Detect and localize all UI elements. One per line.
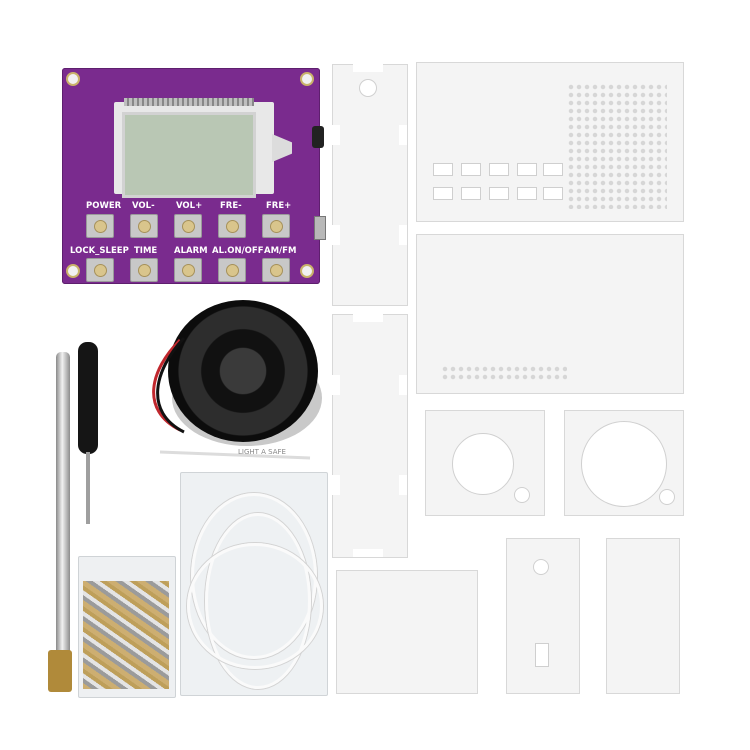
screwdriver-shaft	[86, 452, 90, 524]
panel-hole	[659, 489, 675, 505]
panel-tab	[353, 549, 383, 557]
panel-circle-cutout	[452, 433, 514, 495]
vent-holes	[441, 365, 567, 381]
button-label-alarm: ALARM	[174, 246, 208, 256]
acrylic-bottom-panel	[336, 570, 478, 694]
button-label-power: POWER	[86, 201, 122, 211]
usb-port	[314, 216, 326, 240]
button-hole	[461, 187, 481, 200]
lcd-ribbon-tab	[272, 134, 292, 162]
acrylic-small-panel	[606, 538, 680, 694]
button-hole	[433, 163, 453, 176]
power-button	[86, 214, 114, 238]
mount-hole	[300, 264, 314, 278]
radio-pcb-board: POWER VOL- VOL+ FRE- FRE+ LOCK_SLEEP TIM…	[62, 68, 326, 284]
panel-hole	[533, 559, 549, 575]
button-hole	[433, 187, 453, 200]
telescopic-antenna	[56, 352, 70, 660]
button-label-vol-up: VOL+	[176, 201, 203, 211]
screws-pile	[83, 581, 169, 689]
cable-tie-bag	[180, 472, 328, 696]
panel-tab	[332, 225, 340, 245]
panel-tab	[353, 64, 383, 72]
panel-tab	[332, 125, 340, 145]
mount-hole	[66, 264, 80, 278]
button-label-fre-down: FRE-	[220, 201, 242, 211]
panel-hole	[514, 487, 530, 503]
vol-up-button	[174, 214, 202, 238]
speaker-wires	[152, 336, 311, 460]
button-label-lock-sleep: LOCK_SLEEP	[70, 246, 129, 256]
acrylic-side-panel	[332, 314, 408, 558]
audio-jack	[312, 126, 324, 148]
acrylic-small-panel	[506, 538, 580, 694]
button-hole	[543, 163, 563, 176]
speaker	[168, 300, 318, 442]
button-hole	[517, 187, 537, 200]
fre-down-button	[218, 214, 246, 238]
button-label-al-onoff: AL.ON/OFF	[212, 246, 264, 256]
mount-hole	[66, 72, 80, 86]
button-hole	[461, 163, 481, 176]
button-hole	[489, 163, 509, 176]
lcd-pins	[124, 98, 254, 106]
speaker-wire-label: LIGHT A SAFE	[238, 448, 286, 456]
button-label-am-fm: AM/FM	[264, 246, 297, 256]
panel-tab	[399, 475, 407, 495]
time-button	[130, 258, 158, 282]
speaker-grille-holes	[567, 83, 667, 209]
acrylic-front-panel	[416, 62, 684, 222]
panel-tab	[399, 125, 407, 145]
switch-slot	[535, 643, 549, 667]
panel-tab	[353, 314, 383, 322]
button-label-fre-up: FRE+	[266, 201, 292, 211]
screw-bag	[78, 556, 176, 698]
button-hole	[543, 187, 563, 200]
lcd-screen	[122, 112, 256, 198]
al-onoff-button	[218, 258, 246, 282]
acrylic-side-panel	[332, 64, 408, 306]
fre-up-button	[262, 214, 290, 238]
lock-sleep-button	[86, 258, 114, 282]
screwdriver-handle	[78, 342, 98, 454]
panel-tab	[399, 225, 407, 245]
panel-tab	[399, 375, 407, 395]
panel-tab	[332, 375, 340, 395]
acrylic-back-panel	[416, 234, 684, 394]
button-label-time: TIME	[134, 246, 158, 256]
am-fm-button	[262, 258, 290, 282]
button-label-vol-down: VOL-	[132, 201, 155, 211]
mount-hole	[300, 72, 314, 86]
alarm-button	[174, 258, 202, 282]
white-cable-ties	[187, 543, 323, 669]
button-hole	[489, 187, 509, 200]
acrylic-end-panel	[564, 410, 684, 516]
panel-tab	[332, 475, 340, 495]
panel-hole	[359, 79, 377, 97]
antenna-base	[48, 650, 72, 692]
acrylic-end-panel	[425, 410, 545, 516]
vol-down-button	[130, 214, 158, 238]
panel-circle-cutout	[581, 421, 667, 507]
button-hole	[517, 163, 537, 176]
